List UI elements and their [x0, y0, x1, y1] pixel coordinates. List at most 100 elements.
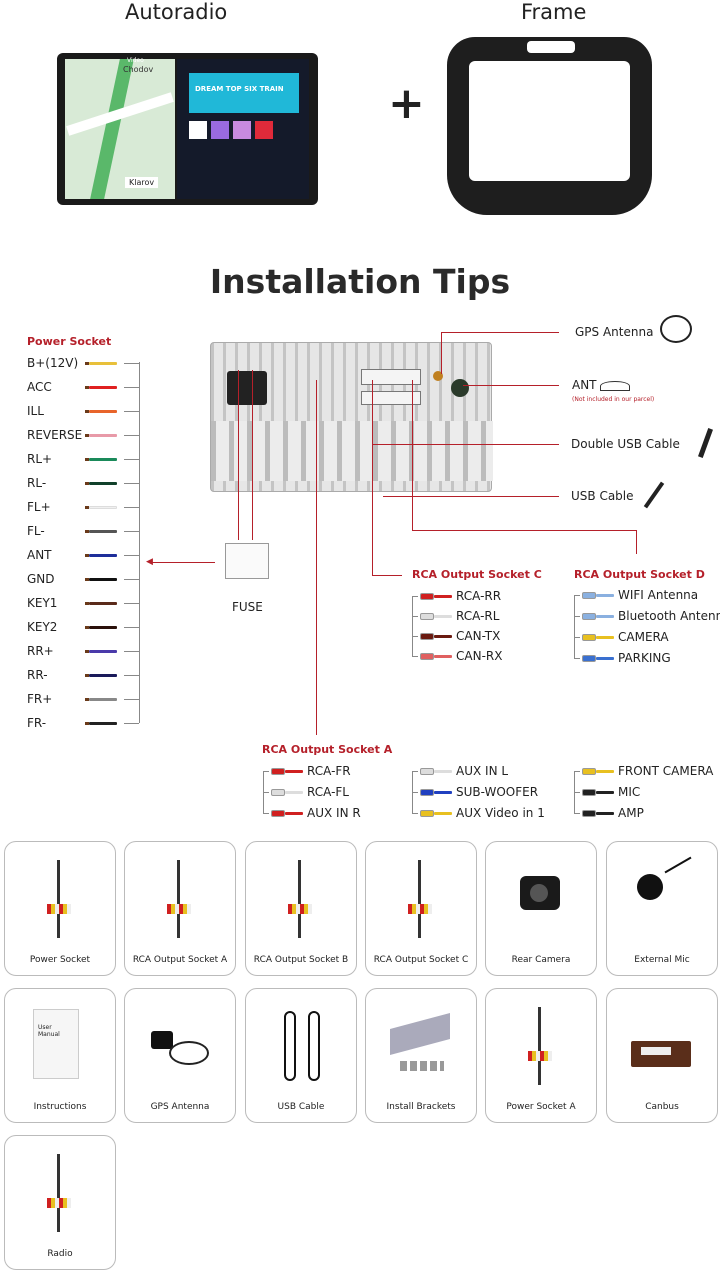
- cable: [434, 615, 452, 618]
- socket-item-label: FRONT CAMERA: [618, 764, 714, 778]
- socket-item-label: CAN-TX: [456, 629, 501, 643]
- map-label: Klarov: [125, 177, 159, 188]
- autoradio-image: Chodov Klarov DREAM TOP SIX TRAIN Video: [57, 53, 318, 205]
- package-item: RCA Output Socket B: [245, 841, 357, 976]
- power-wire: [89, 674, 117, 677]
- connector: [361, 369, 421, 385]
- wire-tip: [85, 386, 89, 389]
- connector-line: [124, 363, 139, 364]
- socket-item-label: RCA-FR: [307, 764, 351, 778]
- canbus-box-icon: [623, 1001, 701, 1091]
- usb-cable-label: USB Cable: [571, 489, 634, 503]
- radio-cable-icon: [21, 1148, 99, 1238]
- wire-tip: [85, 362, 89, 365]
- plug-icon: [582, 789, 596, 796]
- power-wire: [89, 602, 117, 605]
- package-item: Install Brackets: [365, 988, 477, 1123]
- cable: [596, 615, 614, 618]
- cable: [285, 791, 303, 794]
- wire-tip: [85, 458, 89, 461]
- plug-icon: [420, 633, 434, 640]
- mic-icon: [623, 854, 701, 944]
- wire-tip: [85, 578, 89, 581]
- connector-line: [124, 387, 139, 388]
- package-item: External Mic: [606, 841, 718, 976]
- connector-line: [124, 651, 139, 652]
- power-wire-label: B+(12V): [27, 356, 79, 370]
- plug-icon: [420, 653, 434, 660]
- power-wire-label: ACC: [27, 380, 52, 394]
- socket-item-label: CAMERA: [618, 630, 669, 644]
- power-wire: [89, 698, 117, 701]
- power-wire-label: KEY1: [27, 596, 58, 610]
- package-item: Power Socket A: [485, 988, 597, 1123]
- socket-item-label: RCA-RL: [456, 609, 500, 623]
- media-view: DREAM TOP SIX TRAIN: [177, 59, 309, 199]
- connector-line: [124, 699, 139, 700]
- socket-item-label: AUX IN R: [307, 806, 361, 820]
- gps-port: [433, 371, 443, 381]
- connector-line: [124, 723, 139, 724]
- power-wire-label: RR-: [27, 668, 48, 682]
- package-item-label: Install Brackets: [386, 1102, 456, 1112]
- connector-line: [124, 411, 139, 412]
- power-wire: [89, 530, 117, 533]
- gps-antenna-icon: [660, 315, 692, 343]
- arrow-line: [150, 562, 215, 563]
- socket-item-label: SUB-WOOFER: [456, 785, 539, 799]
- power-wire: [89, 722, 117, 725]
- bracket-icon: [382, 1001, 460, 1091]
- wire-tip: [85, 530, 89, 533]
- package-item: Rear Camera: [485, 841, 597, 976]
- connector: [361, 391, 421, 405]
- package-item: Radio: [4, 1135, 116, 1270]
- usb-cable-icon: [643, 481, 665, 509]
- map-view: Chodov Klarov: [65, 59, 175, 199]
- plug-icon: [271, 768, 285, 775]
- package-item-label: RCA Output Socket C: [373, 955, 469, 965]
- usb-cable-icon: [262, 1001, 340, 1091]
- plug-icon: [271, 789, 285, 796]
- plug-icon: [582, 613, 596, 620]
- package-item: RCA Output Socket A: [124, 841, 236, 976]
- plug-icon: [271, 810, 285, 817]
- ant-label: ANT: [572, 378, 597, 392]
- wire-tip: [85, 410, 89, 413]
- power-wire-label: FR-: [27, 716, 47, 730]
- power-wire: [89, 506, 117, 509]
- package-item-label: Power Socket A: [506, 1102, 576, 1112]
- connector-line: [124, 627, 139, 628]
- power-wire-label: RR+: [27, 644, 54, 658]
- plug-icon: [420, 810, 434, 817]
- package-item: GPS Antenna: [124, 988, 236, 1123]
- power-wire: [89, 626, 117, 629]
- package-item-label: Instructions: [33, 1102, 87, 1112]
- plug-icon: [420, 613, 434, 620]
- package-item: USB Cable: [245, 988, 357, 1123]
- top-bar-label: Video: [127, 57, 144, 64]
- power-wire-label: REVERSE: [27, 428, 83, 442]
- power-wire-label: GND: [27, 572, 55, 586]
- power-socket-title: Power Socket: [27, 335, 112, 348]
- power-wire: [89, 650, 117, 653]
- rca-cable-icon: [262, 854, 340, 944]
- power-wire-label: RL+: [27, 452, 53, 466]
- manual-icon: User Manual: [21, 1001, 99, 1091]
- plug-icon: [582, 592, 596, 599]
- connector-line: [124, 435, 139, 436]
- package-item: RCA Output Socket C: [365, 841, 477, 976]
- connector-line: [124, 603, 139, 604]
- wire-tip: [85, 554, 89, 557]
- rca-cable-icon: [382, 854, 460, 944]
- wire-tip: [85, 434, 89, 437]
- cable: [285, 812, 303, 815]
- power-wire: [89, 410, 117, 413]
- wire-harness-icon: [502, 1001, 580, 1091]
- power-wire: [89, 386, 117, 389]
- power-wire-label: FR+: [27, 692, 53, 706]
- power-wire-label: KEY2: [27, 620, 58, 634]
- cable: [596, 791, 614, 794]
- fuse-box: [225, 543, 269, 579]
- cable: [434, 812, 452, 815]
